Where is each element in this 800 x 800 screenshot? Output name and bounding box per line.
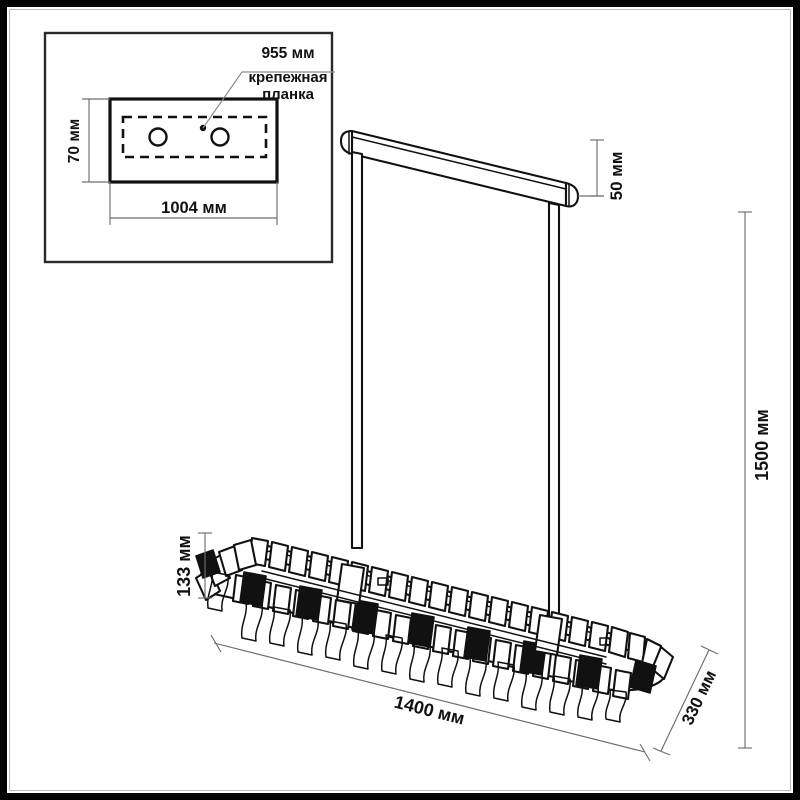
suspension-rods-group xyxy=(350,150,561,652)
label-1500mm: 1500 мм xyxy=(752,409,772,481)
dim-line-330 xyxy=(660,649,710,752)
canopy-front-face xyxy=(350,129,568,208)
label-330mm: 330 мм xyxy=(678,667,720,728)
dark-crystal-blocks xyxy=(195,549,657,694)
led-strip-line-upper xyxy=(261,570,607,658)
tick-1400-right xyxy=(639,743,651,762)
label-70mm: 70 мм xyxy=(66,119,83,163)
dim-133mm-group: 133 мм xyxy=(174,532,212,599)
label-955mm: 955 мм xyxy=(261,45,314,62)
label-bracket-line1: крепежная xyxy=(248,69,327,86)
mounting-bracket-dashed xyxy=(121,115,268,159)
dim-line-1400 xyxy=(213,642,646,753)
canopy-right-cap xyxy=(564,181,580,208)
connector-detail-right xyxy=(599,637,611,646)
chandelier-body-group xyxy=(194,536,675,723)
label-50mm: 50 мм xyxy=(607,152,626,201)
canopy-top-edge xyxy=(340,130,579,197)
canopy-highlight-line xyxy=(351,136,567,190)
suspension-rod-left xyxy=(350,150,364,550)
dim-1500mm-group: 1500 мм xyxy=(738,211,772,749)
tick-1400-left xyxy=(210,634,222,653)
connector-detail-left xyxy=(377,577,389,586)
label-bracket-line2: планка xyxy=(262,86,314,103)
rod-mount-plate-left xyxy=(335,562,366,606)
led-strip-line-lower xyxy=(261,577,607,665)
crystal-blocks-right-end xyxy=(626,631,675,681)
tick-330-top xyxy=(700,645,719,655)
callout-leader-line xyxy=(202,71,335,129)
screw-hole-left xyxy=(148,127,168,147)
canopy-group xyxy=(339,129,580,208)
tick-330-bottom xyxy=(652,747,671,756)
label-133mm: 133 мм xyxy=(174,535,194,597)
dim-50mm-group: 50 мм xyxy=(578,139,626,201)
suspension-rod-right xyxy=(547,201,561,652)
screw-hole-right xyxy=(210,127,230,147)
label-1004mm: 1004 мм xyxy=(161,199,227,217)
inset-panel-group: 70 мм 1004 мм 955 мм крепежная планка xyxy=(43,31,335,264)
pendant-drops xyxy=(206,571,627,723)
mounting-plate-outline xyxy=(108,97,279,184)
